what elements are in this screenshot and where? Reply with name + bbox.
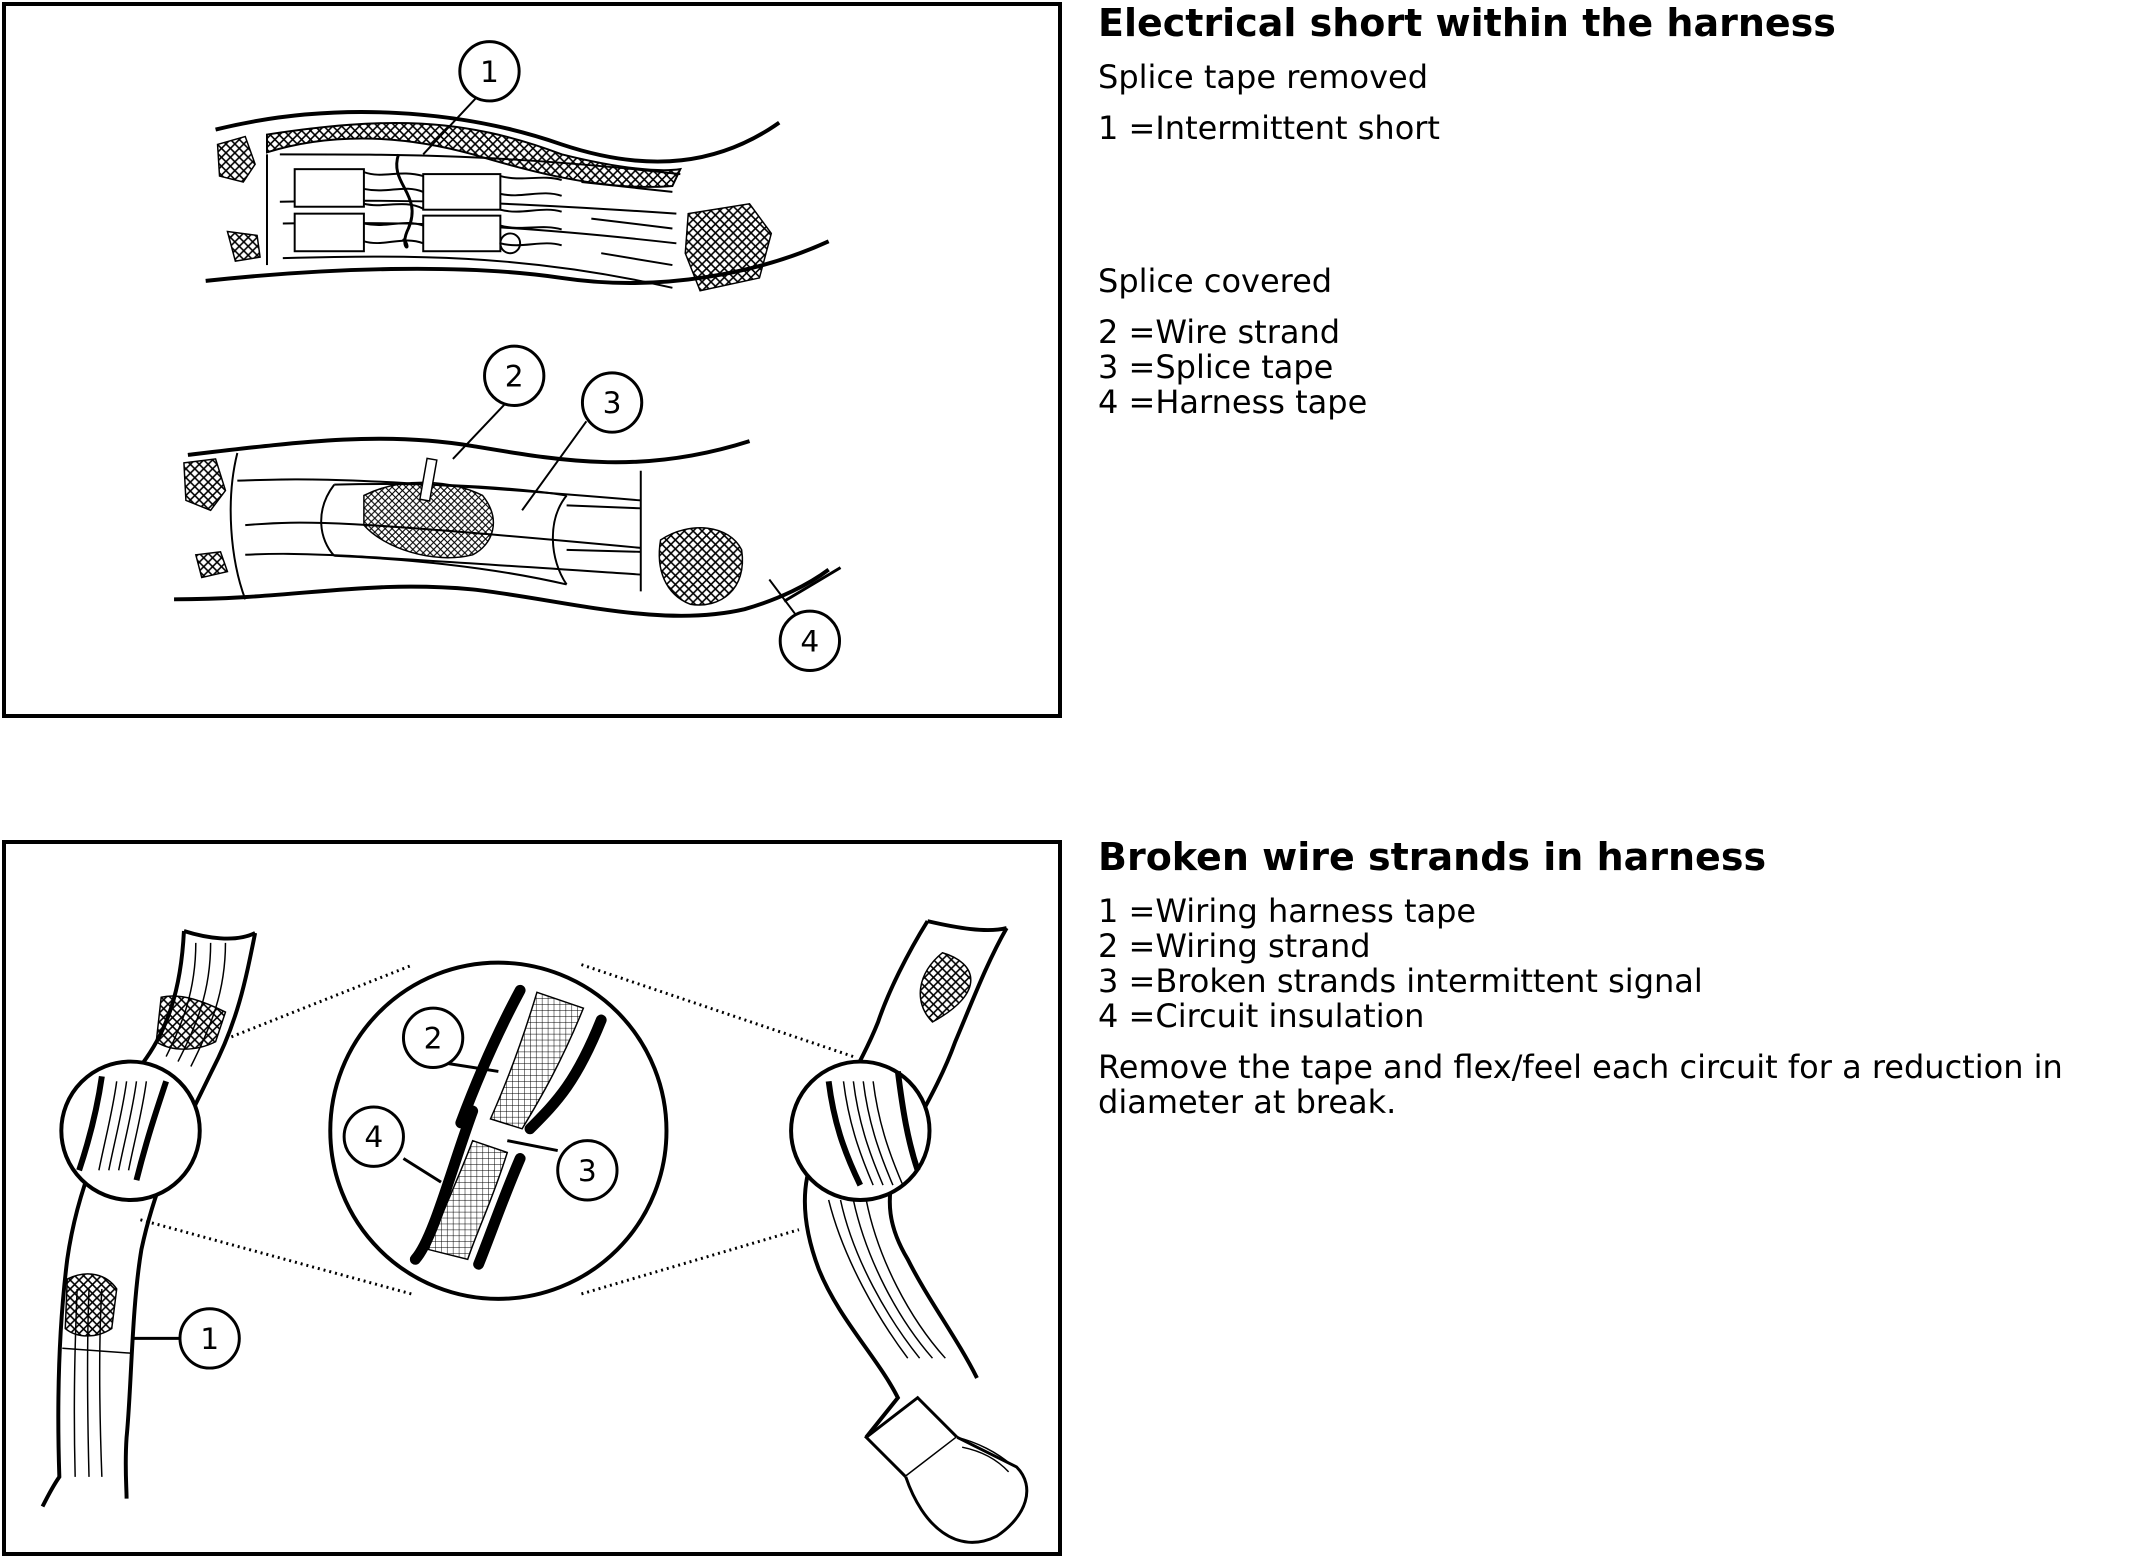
leader-lines-top — [422, 90, 842, 620]
broken-strands-illustration: 2 4 3 1 — [40, 919, 1029, 1544]
svg-text:2: 2 — [505, 358, 524, 393]
subheading-splice-covered: Splice covered — [1098, 262, 1333, 300]
right-magnifier — [789, 1059, 932, 1202]
splice-wires — [229, 452, 642, 600]
callout-3-top: 3 — [580, 371, 644, 434]
splice-tape-patches — [183, 457, 744, 606]
svg-text:4: 4 — [364, 1119, 383, 1154]
callout-3-bottom: 3 — [556, 1139, 619, 1202]
splice-illustration: 1 2 3 4 — [174, 40, 842, 672]
svg-text:3: 3 — [603, 385, 622, 420]
tape-patches-1 — [216, 135, 773, 292]
harness-splice-covered — [174, 436, 830, 618]
cut-harness-tape — [266, 122, 683, 188]
legend-item: 2 =Wiring strand — [1098, 927, 1371, 965]
section-title-broken-strands: Broken wire strands in harness — [1098, 835, 1767, 879]
left-magnifier — [59, 1059, 202, 1202]
legend-item: 1 =Intermittent short — [1098, 109, 1440, 147]
right-harness-detail — [827, 951, 1029, 1544]
legend-item: 1 =Wiring harness tape — [1098, 892, 1477, 930]
legend-item: 2 =Wire strand — [1098, 313, 1341, 351]
exposed-wires — [266, 153, 681, 289]
callout-1-top: 1 — [458, 40, 521, 103]
broken-strands-illustration-panel: 2 4 3 1 — [2, 840, 1062, 1556]
callout-2-bottom: 2 — [401, 1006, 465, 1069]
svg-text:1: 1 — [200, 1321, 219, 1356]
projection-lines — [140, 963, 854, 1296]
svg-text:3: 3 — [578, 1153, 597, 1188]
subheading-tape-removed: Splice tape removed — [1098, 58, 1429, 96]
splice-legend: Electrical short within the harness Spli… — [1098, 2, 1836, 420]
legend-item: 4 =Harness tape — [1098, 383, 1368, 421]
section-title-electrical-short: Electrical short within the harness — [1098, 1, 1836, 45]
legend-item: 3 =Splice tape — [1098, 348, 1334, 386]
callout-1-bottom: 1 — [178, 1307, 241, 1370]
callout-4-bottom: 4 — [342, 1105, 405, 1168]
callout-4-top: 4 — [778, 609, 842, 672]
leader-lines-bottom — [134, 1062, 558, 1340]
left-harness-detail — [62, 942, 227, 1477]
svg-text:1: 1 — [480, 54, 499, 89]
callout-2-top: 2 — [483, 344, 546, 407]
broken-strands-legend: Broken wire strands in harness 1 =Wiring… — [1098, 836, 2118, 1120]
legend-item: 3 =Broken strands intermittent signal — [1098, 962, 1703, 1000]
instruction-note: Remove the tape and flex/feel each circu… — [1098, 1048, 2063, 1121]
legend-item: 4 =Circuit insulation — [1098, 997, 1425, 1035]
svg-text:2: 2 — [424, 1020, 443, 1055]
splice-illustration-panel: 1 2 3 4 — [2, 2, 1062, 718]
svg-text:4: 4 — [800, 623, 819, 658]
